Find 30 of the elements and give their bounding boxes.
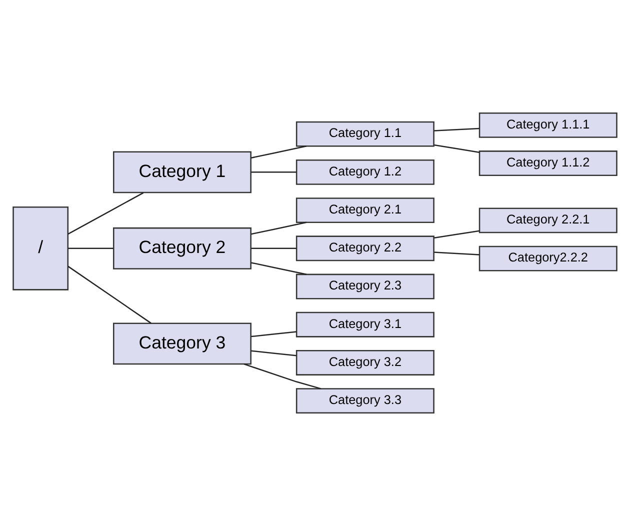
node-box: Category 3.2 — [296, 350, 434, 375]
connector — [251, 350, 296, 356]
node-box: Category 2.2 — [296, 235, 434, 261]
connector — [434, 251, 480, 255]
node-box: Category2.2.2 — [478, 245, 618, 271]
connector — [251, 247, 296, 249]
connector — [434, 127, 480, 131]
connector — [434, 230, 480, 238]
connector — [251, 330, 296, 337]
node-box: Category 1.1.1 — [478, 112, 618, 138]
node-box: Category 1.1.2 — [478, 150, 618, 176]
node-box: Category 1.1 — [296, 120, 434, 146]
node-box: Category 3.1 — [296, 311, 434, 337]
node-box: Category 3 — [113, 322, 252, 364]
connector — [251, 262, 307, 274]
connector — [251, 145, 307, 158]
connector — [68, 265, 152, 324]
node-box: / — [12, 206, 69, 290]
node-box: Category 2 — [113, 226, 252, 269]
node-box: Category 2.2.1 — [478, 207, 618, 233]
connector — [251, 221, 307, 234]
connector — [434, 144, 480, 152]
node-box: Category 3.3 — [296, 388, 434, 414]
node-box: Category 2.3 — [296, 273, 434, 299]
node-box: Category 2.1 — [296, 197, 434, 222]
connector — [68, 192, 144, 234]
connector — [251, 171, 296, 172]
node-box: Category 1 — [113, 150, 252, 193]
node-box: Category 1.2 — [296, 158, 434, 184]
connector — [68, 247, 114, 249]
